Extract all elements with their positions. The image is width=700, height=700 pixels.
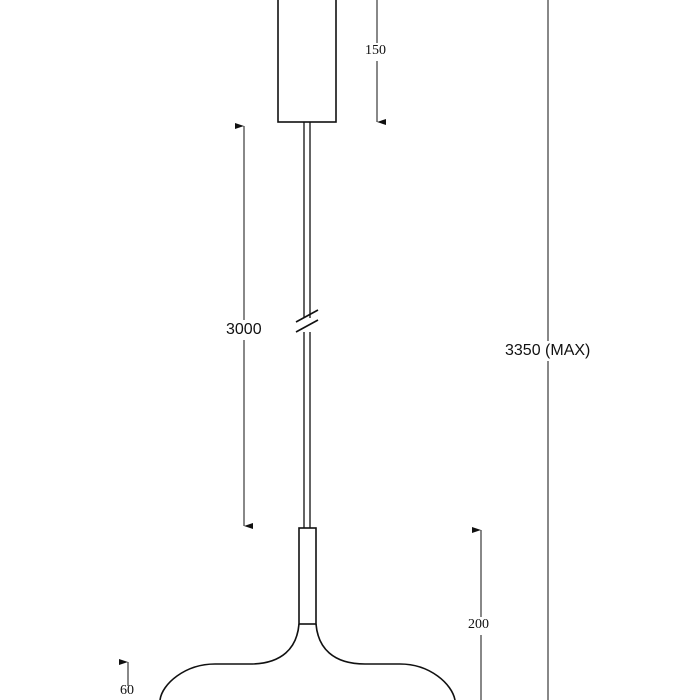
dimension-label-total: 3350 (MAX) <box>505 342 591 359</box>
dimension-label-shade: 200 <box>468 617 489 632</box>
dimension-label-canopy: 150 <box>365 43 386 58</box>
dimension-label-base: 60 <box>120 683 134 698</box>
label-backdrop-shade <box>467 617 495 635</box>
label-backdrop-cable <box>224 320 268 340</box>
suspension-cable <box>303 122 311 528</box>
label-backdrop-canopy <box>364 43 390 61</box>
cable-break-symbol <box>295 309 319 333</box>
ceiling-canopy <box>277 0 337 123</box>
shade-neck <box>298 527 317 625</box>
dimension-label-cable: 3000 <box>226 321 262 338</box>
lamp-shade <box>159 623 456 700</box>
label-backdrop-total <box>503 341 603 361</box>
